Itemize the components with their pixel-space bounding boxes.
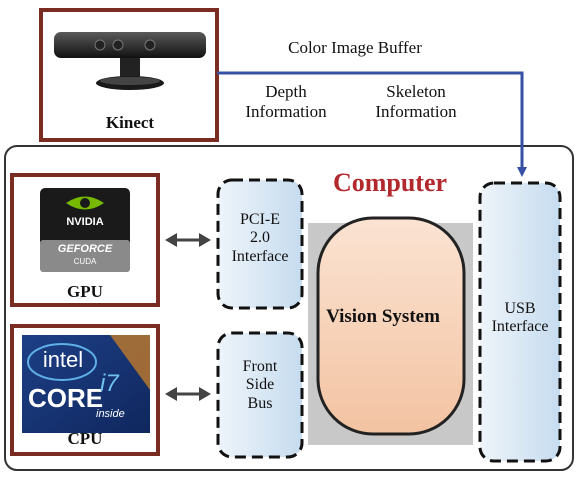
kinect-to-usb-arrow: [217, 71, 527, 177]
pcie-interface-box: [216, 178, 304, 310]
cpu-label: CPU: [67, 429, 103, 448]
kinect-label: Kinect: [105, 113, 155, 132]
gpu-pcie-double-arrow: [165, 233, 211, 247]
computer-title: Computer: [332, 168, 448, 197]
inside-logo-text: inside: [96, 408, 125, 420]
cuda-logo-text: CUDA: [73, 257, 97, 266]
cpu-fsb-double-arrow: [165, 387, 211, 401]
i7-logo-text: i7: [100, 370, 119, 397]
skeleton-information-label: Skeleton Information: [375, 82, 457, 121]
color-image-buffer-label: Color Image Buffer: [288, 38, 422, 57]
gpu-label: GPU: [67, 282, 103, 301]
depth-information-label: Depth Information: [245, 82, 327, 121]
kinect-device-icon: [54, 32, 206, 90]
core-logo-text: CORE: [28, 383, 104, 413]
usb-interface-box: [478, 181, 562, 463]
front-side-bus-label: Front Side Bus: [242, 358, 278, 412]
intel-core-i7-logo-icon: [22, 335, 150, 433]
pcie-interface-label: PCI-E 2.0 Interface: [231, 211, 289, 265]
vision-system-label: Vision System: [326, 306, 440, 327]
usb-interface-label: USB Interface: [491, 300, 549, 336]
intel-logo-text: intel: [42, 347, 84, 372]
front-side-bus-box: [216, 331, 304, 459]
nvidia-logo-icon: [40, 188, 130, 272]
vision-system-block: [316, 216, 466, 436]
geforce-logo-text: GEFORCE: [57, 243, 113, 255]
nvidia-logo-text: NVIDIA: [66, 216, 104, 228]
